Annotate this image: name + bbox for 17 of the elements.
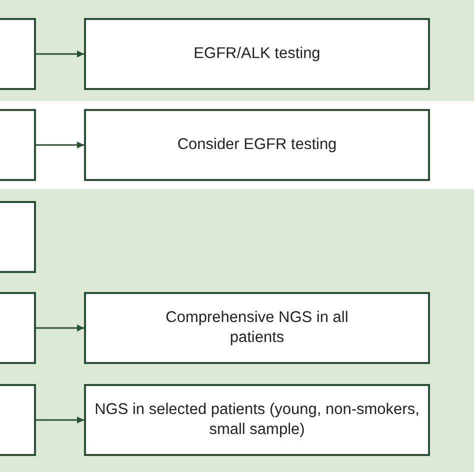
- arrow: [36, 50, 84, 58]
- process-box: [84, 292, 430, 364]
- box-label: Comprehensive NGS in all patients: [164, 308, 350, 348]
- empty-box: [0, 109, 36, 181]
- empty-box: [0, 201, 36, 273]
- process-box: [84, 384, 430, 456]
- arrow: [36, 324, 84, 332]
- arrow: [36, 416, 84, 424]
- empty-box: [0, 18, 36, 90]
- box-label: EGFR/ALK testing: [192, 44, 322, 64]
- process-box: [84, 109, 430, 181]
- arrow: [36, 142, 84, 148]
- empty-box: [0, 292, 36, 364]
- process-box: [84, 18, 430, 90]
- box-label: Consider EGFR testing: [176, 134, 338, 155]
- empty-box: [0, 384, 36, 456]
- box-label: NGS in selected patients (young, non-smokers, small sample): [94, 400, 420, 440]
